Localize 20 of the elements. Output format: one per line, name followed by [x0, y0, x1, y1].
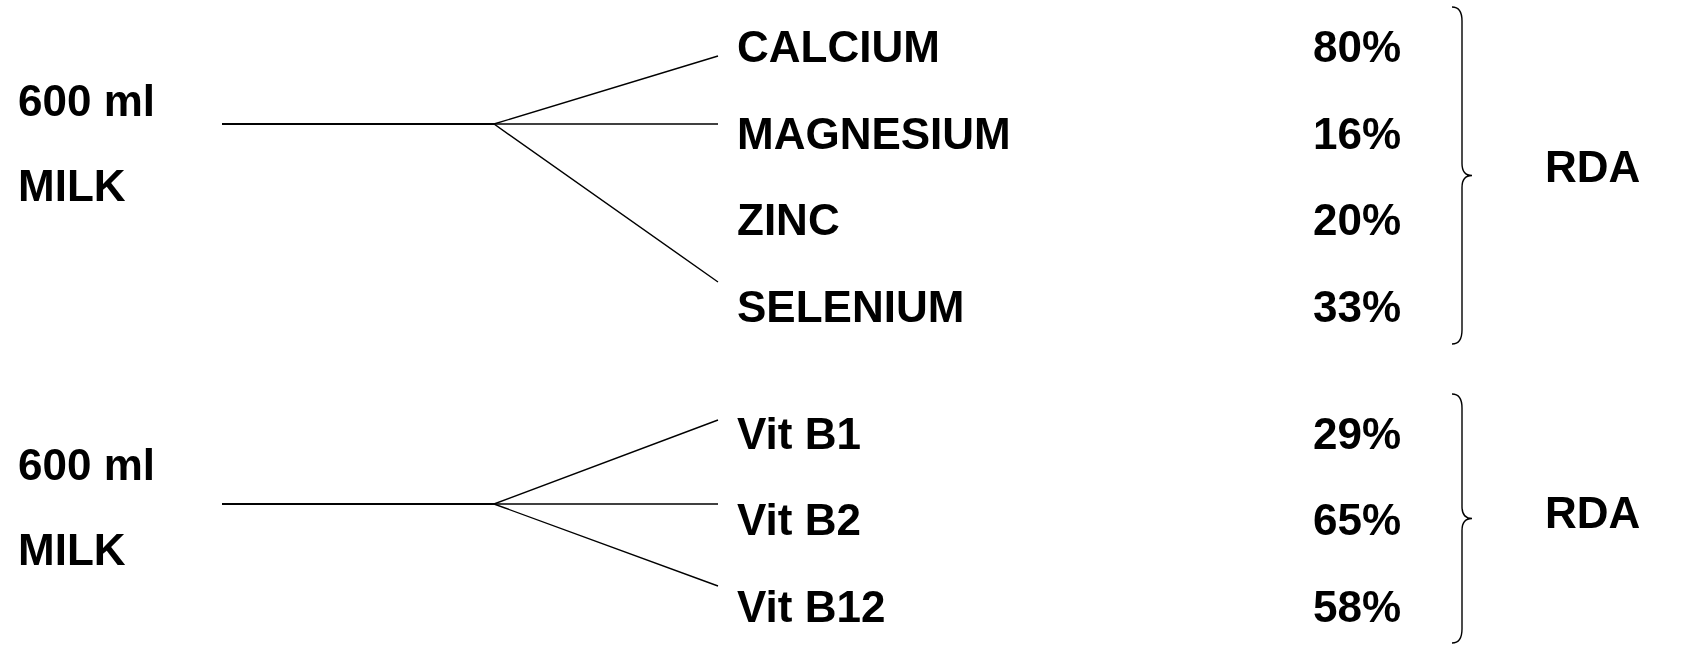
node-label: Vit B1 [737, 408, 861, 460]
value-label: 33% [1313, 281, 1402, 333]
value-label: 80% [1313, 21, 1402, 73]
node-label: ZINC [737, 194, 840, 246]
node-label: 600 ml MILK [18, 75, 156, 212]
value-label: 65% [1313, 494, 1402, 546]
value-label: 29% [1313, 408, 1402, 460]
node-label: 600 ml MILK [18, 439, 156, 576]
value-label: 58% [1313, 581, 1402, 633]
bracket-label: RDA [1545, 487, 1641, 539]
connector-line [221, 503, 719, 587]
node-label: SELENIUM [737, 281, 965, 333]
value-label: 16% [1313, 108, 1402, 160]
value-label: 20% [1313, 194, 1402, 246]
node-label: MAGNESIUM [737, 108, 1011, 160]
connector-line [221, 123, 719, 283]
node-label: Vit B12 [737, 581, 886, 633]
node-label: CALCIUM [737, 21, 940, 73]
bracket-label: RDA [1545, 141, 1641, 193]
node-label: Vit B2 [737, 494, 861, 546]
